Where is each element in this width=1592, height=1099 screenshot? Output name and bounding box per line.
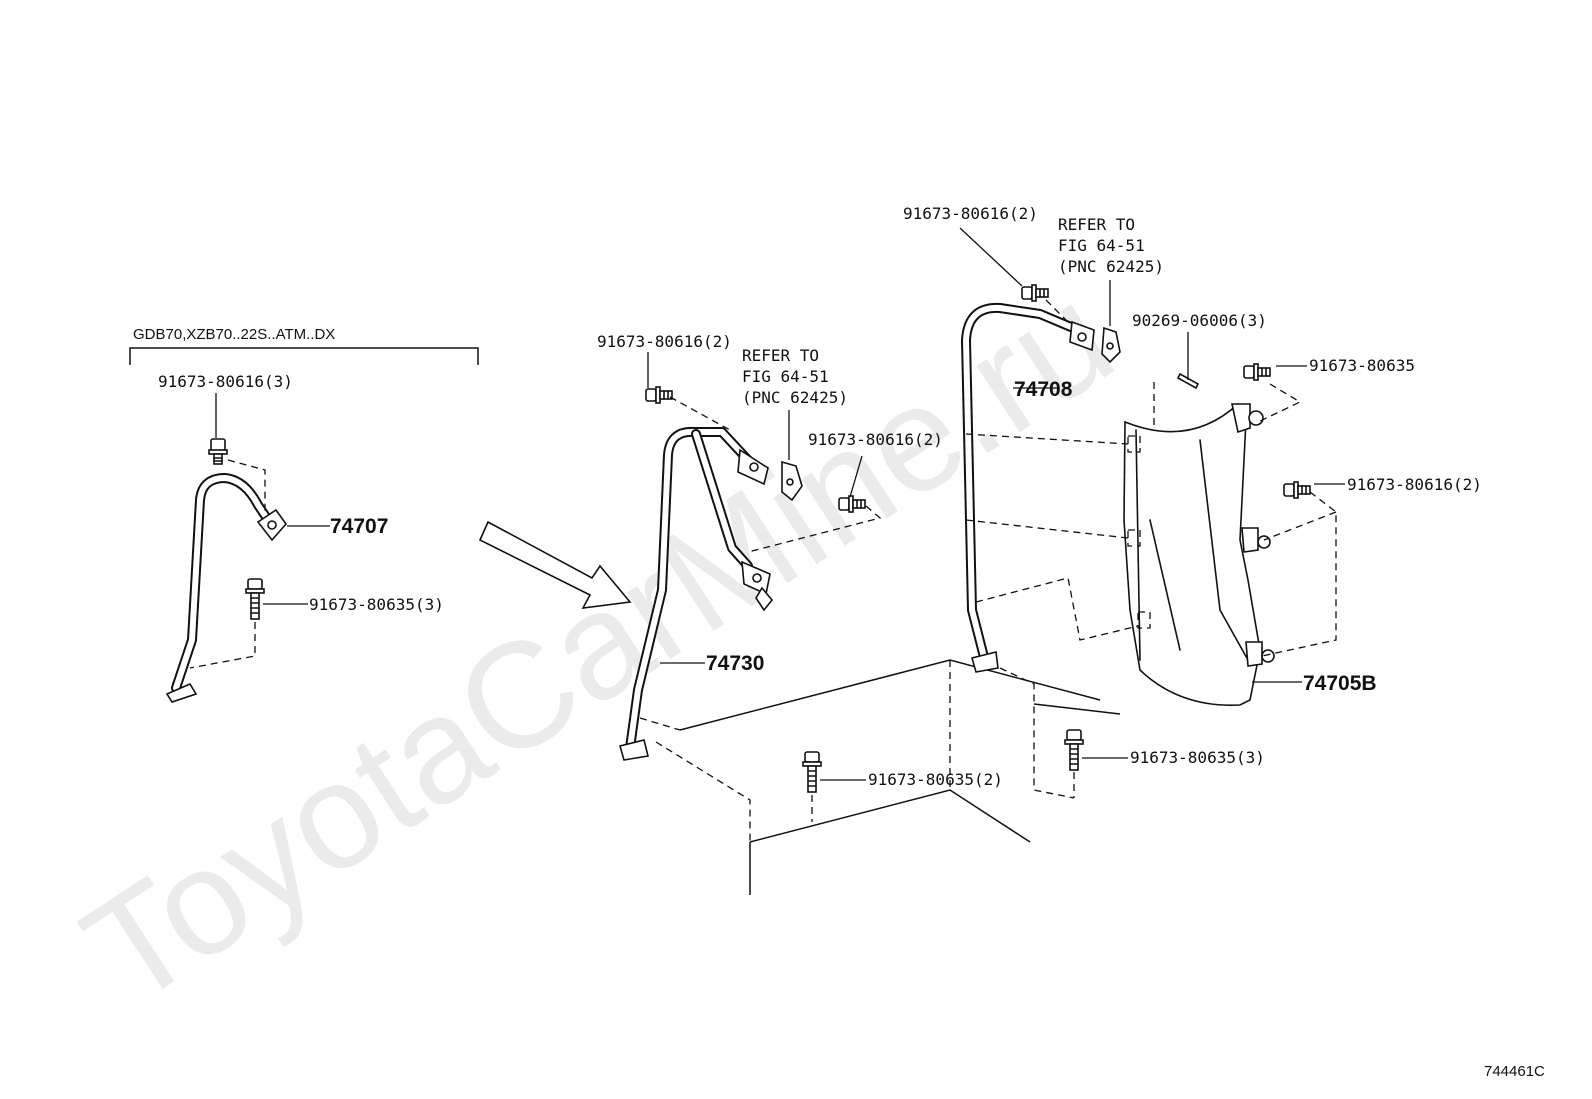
refer-note-line: FIG 64-51 [742, 367, 829, 386]
pipe-74708 [961, 302, 1121, 673]
direction-arrow-icon [478, 520, 632, 609]
fastener-label: 91673-80635(2) [868, 770, 1003, 789]
part-number-label: 74730 [706, 652, 764, 675]
fastener-label: 91673-80635(3) [1130, 748, 1265, 767]
foot-74707 [165, 682, 198, 703]
fastener-label: 91673-80616(2) [903, 204, 1038, 223]
insulator-74705b [1123, 402, 1275, 707]
variant-group-left: GDB70,XZB70..22S..ATM..DX 91673-80616(3)… [129, 326, 479, 703]
fastener-label: 90269-06006(3) [1132, 311, 1267, 330]
part-number-label: 74705B [1303, 672, 1377, 695]
flange-74708 [1069, 320, 1095, 352]
clip-icon [1176, 372, 1200, 390]
pipe-74730 [619, 426, 803, 761]
bolt-icon [1243, 363, 1271, 381]
fastener-label: 91673-80635(3) [309, 595, 444, 614]
foot-74730 [619, 739, 649, 761]
bolt-icon [208, 438, 228, 465]
bolt-icon [1064, 729, 1084, 771]
foot-74708 [971, 651, 999, 673]
refer-note-line: FIG 64-51 [1058, 236, 1145, 255]
fastener-label: 91673-80635 [1309, 356, 1415, 375]
refer-note-line: REFER TO [742, 346, 819, 365]
part-number-label: 74707 [330, 515, 388, 538]
fastener-label: 91673-80616(2) [1347, 475, 1482, 494]
refer-note-line: REFER TO [1058, 215, 1135, 234]
bolt-icon [645, 386, 673, 404]
refer-note-line: (PNC 62425) [742, 388, 848, 407]
fastener-label: 91673-80616(3) [158, 372, 293, 391]
assembly-right: 91673-80616(2) REFER TO FIG 64-51 (PNC 6… [903, 204, 1482, 799]
bolt-icon [245, 578, 265, 620]
refer-note-line: (PNC 62425) [1058, 257, 1164, 276]
assembly-middle: 91673-80616(2) REFER TO FIG 64-51 (PNC 6… [597, 332, 1101, 895]
bolt-icon [802, 751, 822, 793]
gasket-icon [781, 460, 803, 502]
flange-upper-74730 [737, 448, 769, 486]
fastener-label: 91673-80616(2) [597, 332, 732, 351]
bolt-icon [1283, 481, 1311, 499]
figure-code: 744461C [1484, 1063, 1545, 1080]
pipe-74707 [165, 473, 288, 703]
part-number-label: 74708 [1014, 378, 1073, 401]
variant-bracket [129, 347, 479, 365]
gasket-icon [1101, 326, 1121, 364]
fastener-label: 91673-80616(2) [808, 430, 943, 449]
flange-74707 [256, 508, 288, 542]
variant-header: GDB70,XZB70..22S..ATM..DX [133, 326, 335, 343]
